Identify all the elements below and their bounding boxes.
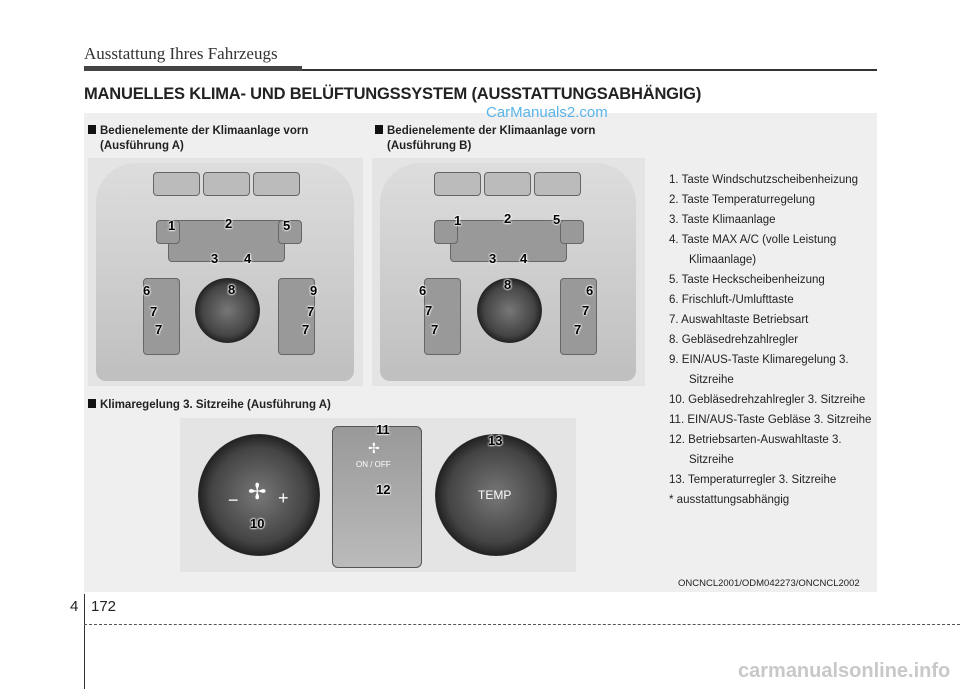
footer-watermark[interactable]: carmanualsonline.info bbox=[738, 660, 951, 682]
callout: 10 bbox=[250, 516, 265, 531]
page-divider bbox=[84, 594, 85, 689]
callout: 11 bbox=[376, 422, 390, 437]
watermark[interactable]: CarManuals2.com bbox=[486, 104, 608, 121]
image-code: ONCNCL2001/ODM042273/ONCNCL2002 bbox=[678, 578, 860, 589]
caption-c: Klimaregelung 3. Sitzreihe (Ausführung A… bbox=[88, 398, 331, 413]
callout: 6 bbox=[143, 283, 151, 298]
callout: 7 bbox=[155, 322, 163, 337]
callout: 7 bbox=[307, 304, 315, 319]
callout: 12 bbox=[376, 482, 391, 497]
callout: 7 bbox=[302, 322, 310, 337]
legend-item: 3. Taste Klimaanlage bbox=[669, 214, 776, 226]
callout: 7 bbox=[150, 304, 158, 319]
section-header: Ausstattung Ihres Fahrzeugs bbox=[84, 44, 278, 63]
page-number: 172 bbox=[91, 598, 117, 615]
callout: 6 bbox=[419, 283, 427, 298]
callout: 2 bbox=[504, 211, 512, 226]
dashed-rule bbox=[84, 624, 960, 625]
minus-label: − bbox=[228, 490, 239, 510]
fan-icon: ✢ bbox=[368, 440, 380, 456]
legend-item: 12. Betriebsarten-Auswahltaste 3. Sitzre… bbox=[669, 434, 842, 466]
onoff-label: ON / OFF bbox=[356, 460, 391, 469]
legend-item: 2. Taste Temperaturregelung bbox=[669, 194, 815, 206]
temp-label: TEMP bbox=[478, 488, 512, 502]
legend-item: 8. Gebläsedrehzahlregler bbox=[669, 334, 799, 346]
control-panel-b-image: 1 2 5 3 4 6 8 6 7 7 7 7 bbox=[372, 158, 645, 386]
legend-item: * ausstattungsabhängig bbox=[669, 494, 790, 506]
legend-item: 10. Gebläsedrehzahlregler 3. Sitzreihe bbox=[669, 394, 866, 406]
callout: 1 bbox=[454, 213, 462, 228]
callout: 8 bbox=[504, 277, 512, 292]
header-rule bbox=[302, 69, 877, 71]
callout: 8 bbox=[228, 282, 236, 297]
callout: 2 bbox=[225, 216, 233, 231]
callout: 3 bbox=[489, 251, 497, 266]
control-panel-a-image: 1 2 5 3 4 6 8 9 7 7 7 7 bbox=[88, 158, 363, 386]
callout: 7 bbox=[425, 303, 433, 318]
callout: 4 bbox=[244, 251, 252, 266]
legend-list: 1. Taste Windschutzscheibenheizung 2. Ta… bbox=[669, 170, 879, 510]
caption-a: Bedienelemente der Klimaanlage vorn(Ausf… bbox=[88, 124, 308, 154]
callout: 1 bbox=[168, 218, 176, 233]
legend-item: 11. EIN/AUS-Taste Gebläse 3. Sitzreihe bbox=[669, 414, 872, 426]
legend-item: 4. Taste MAX A/C (volle Leistung Klimaan… bbox=[669, 234, 837, 266]
callout: 7 bbox=[574, 322, 582, 337]
caption-b: Bedienelemente der Klimaanlage vorn(Ausf… bbox=[375, 124, 595, 154]
callout: 5 bbox=[553, 212, 561, 227]
callout: 6 bbox=[586, 283, 594, 298]
rear-controls-image: − ✢ + 10 11 ✢ ON / OFF 12 TEMP 13 bbox=[180, 418, 576, 572]
callout: 9 bbox=[310, 283, 318, 298]
callout: 4 bbox=[520, 251, 528, 266]
callout: 7 bbox=[582, 303, 590, 318]
chapter-number: 4 bbox=[70, 598, 79, 615]
header-bar bbox=[84, 66, 302, 71]
callout: 13 bbox=[488, 433, 503, 448]
legend-item: 5. Taste Heckscheibenheizung bbox=[669, 274, 825, 286]
legend-item: 9. EIN/AUS-Taste Klimaregelung 3. Sitzre… bbox=[669, 354, 849, 386]
page-title: MANUELLES KLIMA- UND BELÜFTUNGSSYSTEM (A… bbox=[84, 85, 702, 103]
plus-label: + bbox=[278, 488, 289, 508]
fan-icon: ✢ bbox=[248, 479, 267, 504]
callout: 7 bbox=[431, 322, 439, 337]
legend-item: 13. Temperaturregler 3. Sitzreihe bbox=[669, 474, 837, 486]
callout: 5 bbox=[283, 218, 291, 233]
legend-item: 6. Frischluft-/Umlufttaste bbox=[669, 294, 794, 306]
legend-item: 1. Taste Windschutzscheibenheizung bbox=[669, 174, 859, 186]
legend-item: 7. Auswahltaste Betriebsart bbox=[669, 314, 809, 326]
callout: 3 bbox=[211, 251, 219, 266]
